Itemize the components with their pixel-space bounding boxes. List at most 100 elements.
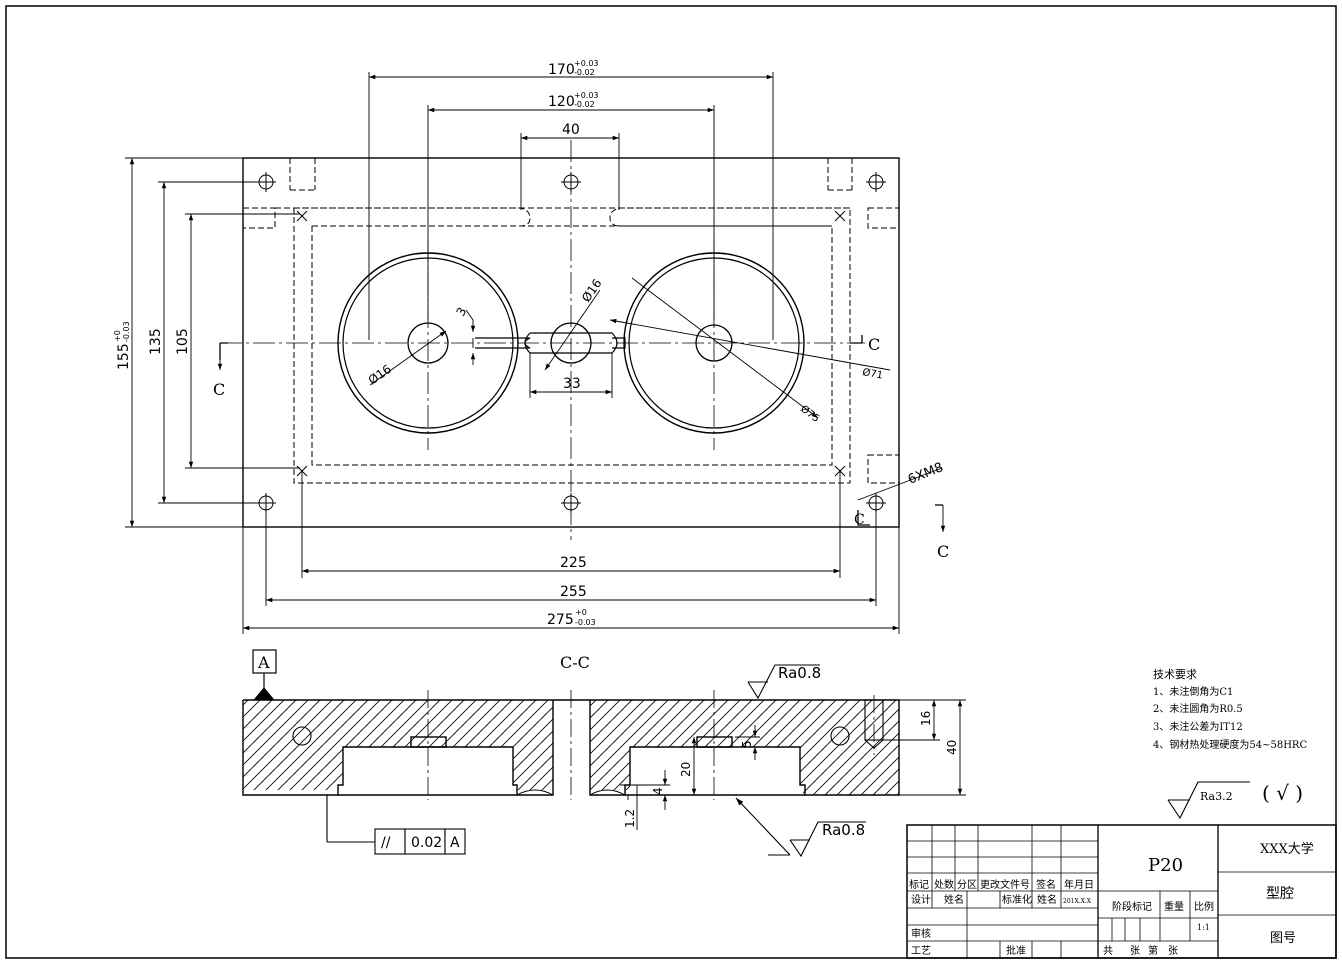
header-count: 处数 [934,878,954,891]
sprue-hole [550,322,592,364]
section-mark-right: C [868,335,880,354]
part-number: P20 [1148,855,1183,876]
dim-5: 5 [740,740,754,748]
scale-value: 1:1 [1197,923,1210,932]
plan-view [125,72,946,634]
date-value: 201X.X.X [1063,898,1092,905]
tech-req-title: 技术要求 [1153,668,1197,681]
section-texts: C-C A Ra0.8 Ra0.8 16 40 5 20 4 1.2 // 0.… [257,653,959,851]
roughness-top-label: Ra0.8 [778,664,821,682]
review-label: 审核 [911,927,931,940]
weight-label: 重量 [1164,900,1184,913]
tech-requirements: 技术要求 1、未注倒角为C1 2、未注圆角为R0.5 3、未注公差为IT12 4… [1153,668,1307,751]
dim-275-tol-low: -0.03 [575,618,596,627]
dim-170-tol-up: +0.03 [574,59,599,68]
section-mark-left: C [213,380,225,399]
dim-275-tol-up: +0 [575,608,587,617]
name2-label: 姓名 [1037,893,1057,906]
general-roughness: Ra3.2 ( √ ) [1167,781,1303,820]
dim-16: 16 [919,711,933,726]
name-label: 姓名 [944,893,964,906]
dim-155: 155 [116,343,132,370]
dimension-lines-top [368,72,774,340]
approve-label: 批准 [1006,944,1026,957]
datum-a [252,649,277,701]
roughness-symbol-top [747,664,820,700]
dim-4: 4 [651,787,665,795]
dim-225: 225 [560,555,587,571]
dim-120-tol-up: +0.03 [574,91,599,100]
school-name: XXX大学 [1260,841,1314,857]
design-label: 设计 [911,893,931,906]
standardize-label: 标准化 [1002,893,1032,906]
tech-req-item: 4、钢材热处理硬度为54~58HRC [1153,738,1307,751]
process-label: 工艺 [911,945,931,957]
stage-label: 阶段标记 [1112,900,1152,913]
center-lines [220,140,865,540]
datum-label: A [257,653,270,672]
drawing-frame [5,5,1337,959]
title-block-texts: P20 XXX大学 型腔 图号 标记 处数 分区 更改文件号 签名 年月日 设计… [909,841,1314,957]
scale-label: 比例 [1194,900,1214,913]
dim-40: 40 [562,122,580,138]
dim-105: 105 [175,328,191,355]
title-block [906,824,1337,959]
dim-255: 255 [560,584,587,600]
tech-req-item: 1、未注倒角为C1 [1153,685,1233,698]
tech-req-item: 2、未注圆角为R0.5 [1153,702,1243,715]
section-mark-corner: C [854,512,865,528]
section-hatch-right [590,700,899,795]
section-center-lines [427,690,875,800]
roughness-bottom-label: Ra0.8 [822,821,865,839]
sheets-total-label: 共 [1103,945,1113,957]
dim-section-40: 40 [945,740,959,755]
dim-phi75: Ø75 [798,403,822,425]
dimension-lines-bottom [242,309,900,634]
screw-holes [256,172,886,513]
dim-155-tol-low: -0.03 [122,321,131,342]
tolerance-frame [326,795,466,855]
dimension-lines-left [125,157,300,528]
sheets-unit-label: 张 [1130,945,1140,957]
section-view [242,649,966,858]
sheet-unit-label: 张 [1168,945,1178,957]
dim-135: 135 [148,328,164,355]
left-hole [407,322,449,364]
section-dimension-lines [620,699,966,830]
drawing-no-label: 图号 [1270,931,1296,946]
section-title: C-C [560,653,590,672]
sheet-no-label: 第 [1148,944,1158,957]
general-roughness-value: Ra3.2 [1200,790,1233,803]
header-change-doc: 更改文件号 [980,878,1030,891]
dim-20: 20 [679,762,693,777]
general-roughness-bracket: ( √ ) [1262,781,1303,805]
header-zone: 分区 [957,879,977,891]
tolerance-datum: A [450,835,460,851]
header-sign: 签名 [1036,878,1056,891]
roughness-symbol-bottom [735,797,866,858]
dim-170: 170 [548,62,575,78]
section-mark-bottom: C [937,542,949,561]
dim-170-tol-low: -0.02 [574,68,595,77]
diameter-leaders [369,277,943,501]
tolerance-symbol: // [381,835,391,851]
tolerance-value: 0.02 [411,835,442,851]
part-name: 型腔 [1266,886,1294,902]
dim-33: 33 [563,376,581,392]
dim-3: 3 [453,305,469,319]
section-hatch-left [243,700,553,790]
header-date: 年月日 [1064,878,1094,891]
tech-req-item: 3、未注公差为IT12 [1153,720,1243,733]
dim-phi16-left: Ø16 [366,362,394,388]
dim-phi71: Ø71 [861,366,883,381]
dim-1-2: 1.2 [623,809,637,828]
dim-thread: 6XM8 [906,460,946,488]
dim-275: 275 [547,612,574,628]
dim-phi16-center: Ø16 [579,276,605,304]
header-mark: 标记 [909,879,929,891]
hidden-runner-outline [242,158,900,484]
section-cut-markers [217,335,946,532]
dim-120-tol-low: -0.02 [574,100,595,109]
dim-120: 120 [548,94,575,110]
